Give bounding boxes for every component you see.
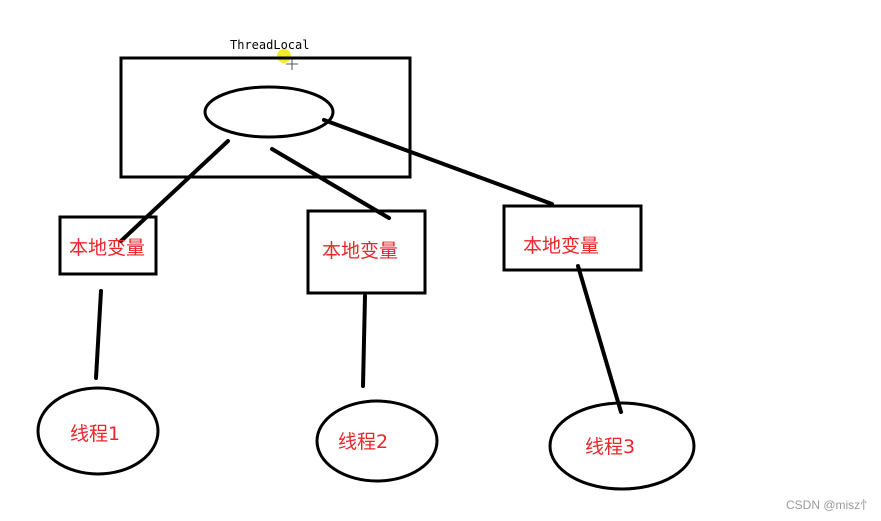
thread-node-1: [36, 386, 160, 476]
csdn-watermark: CSDN @misz忄: [786, 498, 872, 512]
thread-node-2: [315, 399, 439, 483]
local-variable-box-2: [306, 209, 427, 295]
local-variable-box-1: [58, 215, 158, 276]
local-variable-label-3: 本地变量: [523, 235, 599, 257]
thread-label-2: 线程2: [338, 431, 388, 453]
thread-label-3: 线程3: [585, 436, 635, 458]
local-variable-label-1: 本地变量: [69, 237, 145, 259]
connector-map-to-local-1: [119, 139, 230, 243]
crosshair-cursor-icon: [286, 58, 298, 70]
threadlocal-box: [119, 56, 412, 179]
threadlocal-map-ellipse: [203, 85, 335, 139]
connector-local-to-thread-3: [576, 264, 623, 414]
connector-map-to-local-3: [322, 118, 554, 206]
local-variable-box-3: [502, 204, 643, 272]
local-variable-label-2: 本地变量: [322, 240, 398, 262]
connector-local-to-thread-2: [361, 294, 367, 388]
thread-label-1: 线程1: [70, 423, 120, 445]
connector-map-to-local-2: [270, 147, 391, 220]
cursor-highlight: [277, 49, 291, 63]
threadlocal-title: ThreadLocal: [230, 38, 309, 52]
connector-local-to-thread-1: [94, 289, 103, 380]
thread-node-3: [548, 401, 696, 491]
